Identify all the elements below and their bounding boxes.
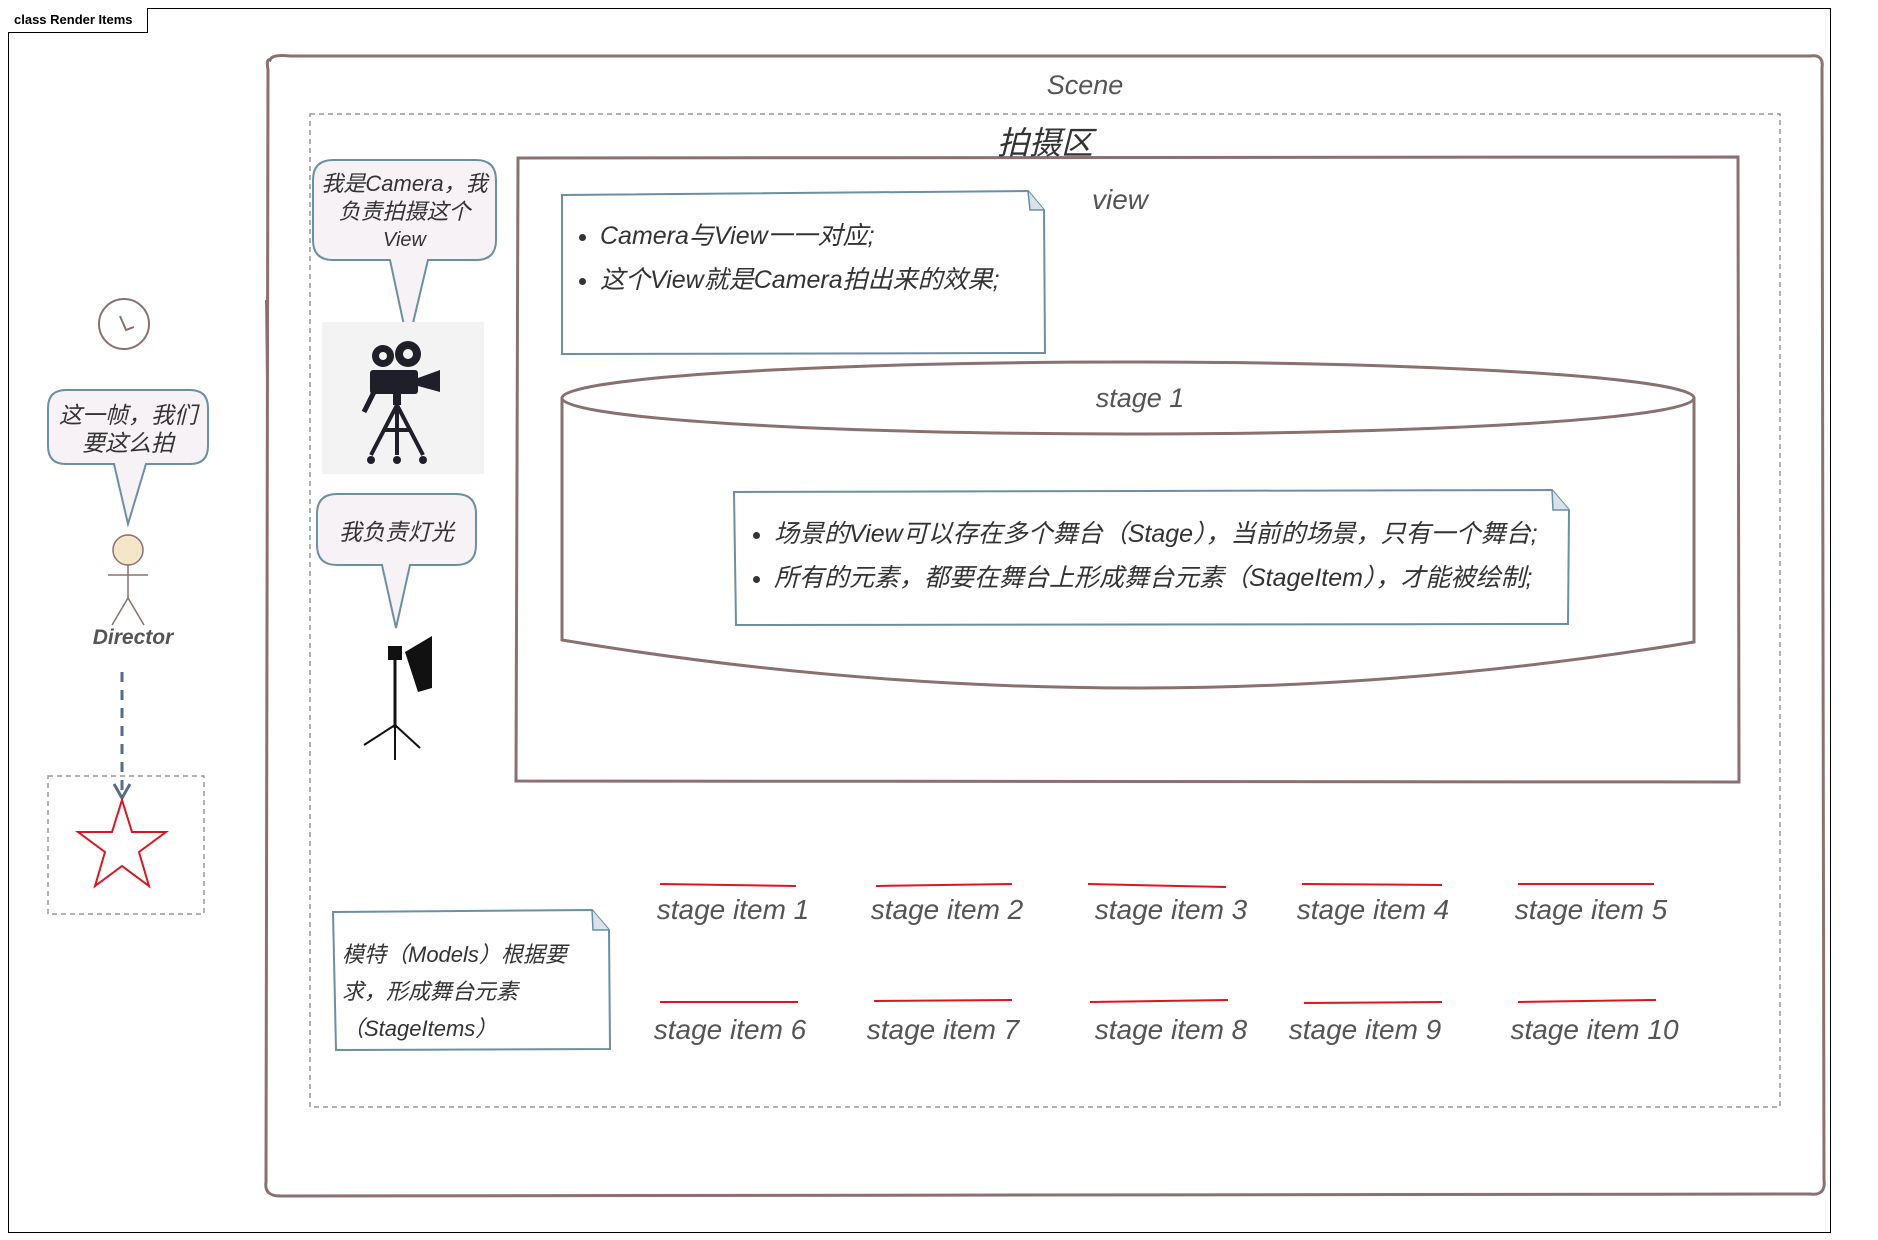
stage-item: stage item 7 [866, 1014, 1020, 1045]
stage-item: stage item 9 [1288, 1014, 1442, 1045]
stage-item: stage item 1 [656, 894, 810, 925]
star-icon [74, 796, 170, 889]
light-stand-icon [363, 636, 432, 760]
models-note-line: 模特（Models）根据要 [342, 942, 567, 967]
director-bubble-shape [47, 389, 209, 528]
stage-item: stage item 5 [1514, 894, 1668, 925]
light-bubble-text: 我负责灯光 [339, 519, 454, 545]
diagram-frame [8, 8, 1831, 1233]
diagram-title: class Render Items [8, 8, 148, 33]
models-note-text: 模特（Models）根据要 求，形成舞台元素 （StageItems） [342, 936, 602, 1047]
camera-icon [361, 341, 440, 464]
shoot-zone-title: 拍摄区 [996, 125, 1093, 161]
models-note-line: 求，形成舞台元素 [342, 979, 519, 1004]
clock-icon [98, 298, 150, 350]
camera-bubble-line: View [383, 229, 426, 251]
director-label: Director [92, 626, 174, 649]
star-box [47, 775, 205, 915]
view-note: Camera与View一一对应; 这个View就是Camera拍出来的效果; [578, 214, 1038, 302]
camera-bubble-shape [312, 159, 497, 345]
stage-note-item: 场景的View可以存在多个舞台（Stage），当前的场景，只有一个舞台; [774, 512, 1582, 556]
camera-bubble-line: 负责拍摄这个 [338, 199, 471, 224]
stage-item: stage item 3 [1094, 894, 1248, 925]
view-title: view [1091, 184, 1148, 215]
director-bubble-text: 这一帧，我们 要这么拍 [48, 401, 208, 457]
camera-bubble-text: 我是Camera，我 负责拍摄这个 View [313, 170, 496, 254]
stage-item: stage item 10 [1510, 1014, 1679, 1045]
models-note-line: （StageItems） [342, 1016, 498, 1041]
scene-title: Scene [1046, 70, 1124, 100]
director-bubble-line: 要这么拍 [82, 430, 174, 456]
light-bubble-shape [316, 493, 477, 629]
stage-note-item: 所有的元素，都要在舞台上形成舞台元素（StageItem），才能被绘制; [774, 556, 1582, 600]
view-note-item: Camera与View一一对应; [600, 214, 1038, 258]
scene-boundary [264, 54, 1826, 1198]
stage-title: stage 1 [1095, 383, 1185, 413]
stage-note-shape [732, 488, 1571, 627]
stage-note: 场景的View可以存在多个舞台（Stage），当前的场景，只有一个舞台; 所有的… [752, 512, 1582, 600]
view-boundary [514, 155, 1741, 784]
stage-item: stage item 8 [1094, 1014, 1248, 1045]
director-figure [108, 534, 148, 626]
stage-item-underlines [659, 883, 1657, 1004]
camera-bubble-line: 我是Camera，我 [321, 171, 488, 196]
stage-item: stage item 4 [1296, 894, 1450, 925]
view-note-shape [561, 189, 1047, 356]
stage-item: stage item 2 [870, 894, 1024, 925]
stage-item: stage item 6 [653, 1014, 807, 1045]
view-note-item: 这个View就是Camera拍出来的效果; [600, 258, 1038, 302]
shoot-zone-boundary [309, 113, 1781, 1108]
director-bubble-line: 这一帧，我们 [59, 402, 197, 428]
models-note-shape [331, 908, 612, 1052]
